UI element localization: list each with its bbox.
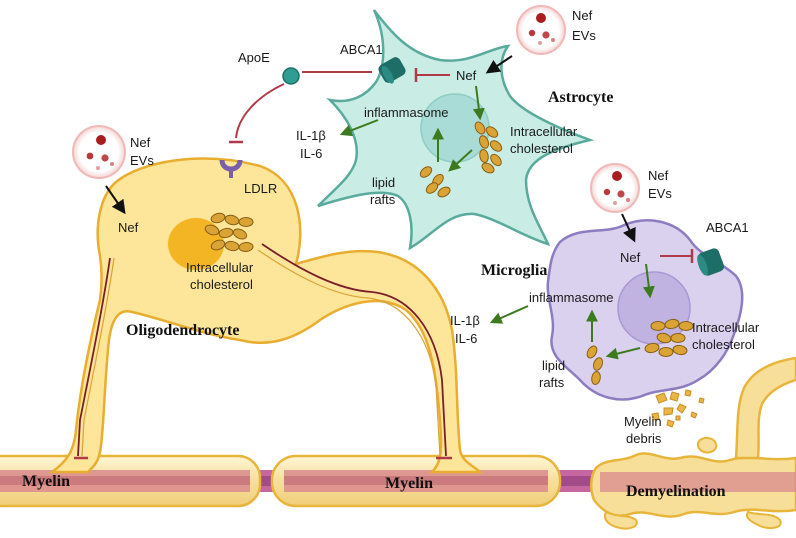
astrocyte-il1b-label: IL-1β xyxy=(296,128,326,143)
inhibit-apoe-ldlr xyxy=(229,83,285,144)
astrocyte-lipid-rafts xyxy=(419,166,451,198)
astrocyte-cholesterol-label-2: cholesterol xyxy=(510,141,573,156)
microglia-inflammasome-label: inflammasome xyxy=(529,290,614,305)
astrocyte-abca1-transporter xyxy=(378,57,406,84)
arrow-micro-nef-to-chol xyxy=(642,263,655,299)
oligodendrocyte-cholesterol-label-1: Intracellular xyxy=(186,260,254,275)
oligodendrocyte-cholesterol xyxy=(204,212,254,253)
myelin-debris xyxy=(651,389,718,454)
ldlr-receptor xyxy=(219,159,243,178)
astrocyte-nef-label: Nef xyxy=(456,68,477,83)
arrow-evs-to-micro-nef xyxy=(621,213,636,243)
microglia-cell xyxy=(546,219,744,401)
arrow-astro-nef-to-chol xyxy=(472,85,485,121)
oligodendrocyte-cholesterol-label-2: cholesterol xyxy=(190,277,253,292)
myelin-sheath-middle xyxy=(270,454,562,508)
arrow-evs-to-oligo-nef xyxy=(105,185,126,215)
microglia-lipid-label: lipid xyxy=(542,358,565,373)
microglia-abca1-label: ABCA1 xyxy=(706,220,749,235)
myelin-debris-label-1: Myelin xyxy=(624,414,662,429)
nef-evs-left-evs-label: EVs xyxy=(130,153,154,168)
nef-evs-top-evs-label: EVs xyxy=(572,28,596,43)
oligodendrocyte-nef-label: Nef xyxy=(118,220,139,235)
microglia-il1b-label: IL-1β xyxy=(450,313,480,328)
arrow-evs-to-astro-nef xyxy=(485,55,513,74)
nef-evs-vesicle-top xyxy=(516,5,566,55)
nef-evs-right-evs-label: EVs xyxy=(648,186,672,201)
microglia-cholesterol-label-2: cholesterol xyxy=(692,337,755,352)
microglia-abca1-transporter xyxy=(697,248,725,276)
oligodendrocyte-cell xyxy=(48,157,484,474)
arrow-astro-inflammasome-to-cytokines xyxy=(339,119,379,137)
astrocyte-inflammasome-label: inflammasome xyxy=(364,105,449,120)
inhibit-micro-nef-abca1 xyxy=(660,249,694,263)
microglia-cholesterol-label-1: Intracellular xyxy=(692,320,760,335)
arrow-astro-chol-to-rafts xyxy=(448,149,473,172)
nef-evs-right-nef-label: Nef xyxy=(648,168,669,183)
nef-evs-vesicle-right xyxy=(590,163,640,213)
astrocyte-cholesterol xyxy=(474,121,503,174)
nef-evs-vesicle-left xyxy=(72,125,126,179)
apoe-label: ApoE xyxy=(238,50,270,65)
astrocyte-cholesterol-label-1: Intracellular xyxy=(510,124,578,139)
nef-evs-left-nef-label: Nef xyxy=(130,135,151,150)
arrow-micro-inflammasome-to-cytokines xyxy=(489,305,529,324)
demyelination-label: Demyelination xyxy=(626,483,726,500)
microglia-title: Microglia xyxy=(481,262,547,279)
inhibit-astro-nef-abca1 xyxy=(414,68,450,82)
microglia-il6-label: IL-6 xyxy=(455,331,477,346)
demyelinated-sheath xyxy=(590,356,796,530)
myelin-label-middle: Myelin xyxy=(385,475,433,492)
astrocyte-rafts-label: rafts xyxy=(370,192,396,207)
microglia-lipid-rafts xyxy=(586,345,604,385)
astrocyte-title: Astrocyte xyxy=(548,89,613,106)
myelin-debris-label-2: debris xyxy=(626,431,662,446)
oligodendrocyte-title: Oligodendrocyte xyxy=(126,322,239,339)
astrocyte-lipid-label: lipid xyxy=(372,175,395,190)
microglia-cholesterol xyxy=(644,318,694,357)
arrow-micro-chol-to-rafts xyxy=(605,347,641,360)
myelin-label-left: Myelin xyxy=(22,473,70,490)
apoe-particle xyxy=(282,67,300,85)
astrocyte-abca1-label: ABCA1 xyxy=(340,42,383,57)
astrocyte-il6-label: IL-6 xyxy=(300,146,322,161)
microglia-rafts-label: rafts xyxy=(539,375,565,390)
nef-evs-top-nef-label: Nef xyxy=(572,8,593,23)
ldlr-label: LDLR xyxy=(244,181,277,196)
microglia-nef-label: Nef xyxy=(620,250,641,265)
